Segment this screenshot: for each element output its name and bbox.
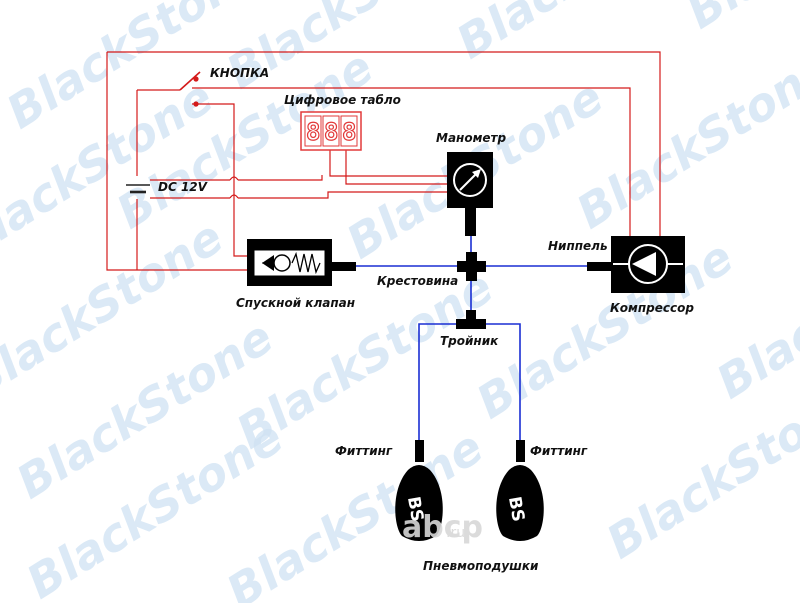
nipple-label: Ниппель: [548, 239, 608, 253]
airbag-right-logo: BS: [504, 495, 528, 523]
pressure-gauge-icon: Манометр: [436, 131, 506, 208]
tee-label: Тройник: [440, 334, 499, 348]
nipple-fitting: [587, 262, 611, 271]
valve-label: Спускной клапан: [236, 296, 355, 310]
airbag-right-body: [496, 465, 544, 541]
airbag-left-logo: BS: [403, 495, 427, 523]
digit-cell: [340, 115, 358, 147]
gauge-label: Манометр: [436, 131, 506, 145]
air-lines: [355, 236, 587, 440]
tee-fitting-icon: Тройник: [440, 310, 499, 348]
air-line-right-bag: [484, 323, 521, 440]
digit-cell: [304, 115, 322, 147]
compressor-label: Компрессор: [610, 301, 694, 315]
air-spring-icon: BS: [496, 465, 544, 541]
air-line-left-bag: [418, 323, 458, 440]
display-digit: 8: [324, 118, 338, 146]
battery-icon: DC 12V: [126, 180, 209, 194]
watermark: BlackStone: [707, 210, 800, 410]
gauge-fitting: [465, 208, 476, 236]
display-label: Цифровое табло: [284, 93, 401, 107]
fitting-left-label: Фиттинг: [335, 444, 393, 458]
fitting-left: [415, 440, 424, 462]
watermark: BlackStone: [567, 40, 800, 240]
wire-display-signal: [329, 150, 447, 177]
compressor-icon: Ниппель Компрессор: [548, 236, 694, 315]
watermark: BlackStone: [597, 370, 800, 570]
abcp-suffix: .ru: [446, 525, 465, 541]
wire-button-to-compressor: [192, 87, 631, 236]
digit-cell: [322, 115, 340, 147]
abcp-brand: abcp: [402, 510, 483, 545]
digital-display: 8 8 8 Цифровое табло: [284, 93, 401, 151]
airbags-label: Пневмоподушки: [423, 559, 539, 573]
switch-icon: КНОПКА: [179, 66, 269, 107]
valve-fitting: [332, 262, 356, 271]
release-valve-icon: Спускной клапан: [236, 239, 356, 310]
watermark: BlackStone: [467, 230, 742, 430]
abcp-watermark: abcp .ru: [402, 510, 483, 545]
power-label: DC 12V: [158, 180, 209, 194]
airbag-left-body: [395, 465, 443, 541]
cross-label: Крестовина: [377, 274, 458, 288]
wire-power-pos: [150, 175, 323, 181]
wire-power-neg: [150, 191, 447, 199]
button-label: КНОПКА: [210, 66, 269, 80]
wire-top-loop: [107, 51, 661, 236]
watermark: BlackStone: [677, 0, 800, 39]
electric-wiring: [106, 51, 661, 271]
wire-crossover: [229, 176, 239, 181]
air-spring-icon: BS: [395, 465, 443, 541]
wire-crossover: [229, 194, 239, 199]
fitting-right-label: Фиттинг: [530, 444, 588, 458]
wire-button-to-valve: [192, 103, 247, 257]
display-digit: 8: [342, 118, 356, 146]
watermark: BlackStone: [447, 0, 722, 69]
fitting-right: [516, 440, 525, 462]
cross-fitting-icon: Крестовина: [377, 252, 486, 288]
wire-left-outer: [106, 52, 247, 271]
wire-display-signal-2: [345, 150, 447, 185]
display-digit: 8: [306, 118, 320, 146]
